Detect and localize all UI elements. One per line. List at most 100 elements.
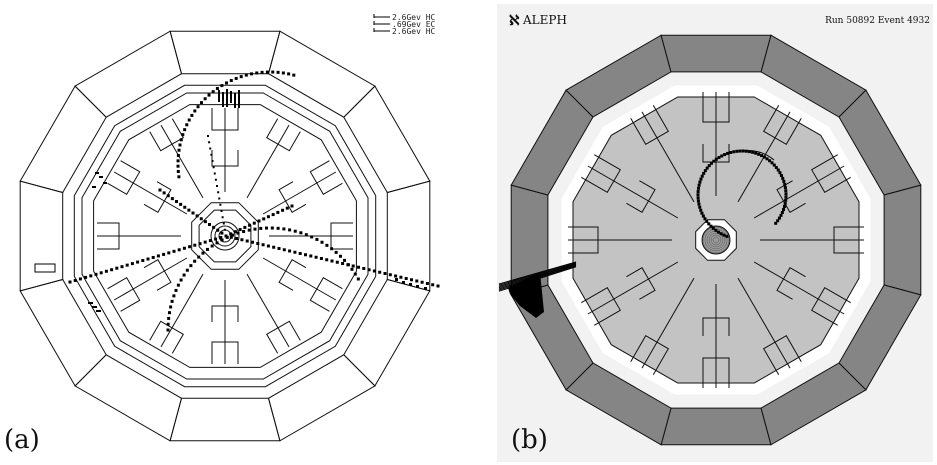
track-hit bbox=[696, 193, 700, 197]
track-hit bbox=[217, 191, 220, 194]
track-hit bbox=[195, 214, 199, 218]
track-hit bbox=[700, 211, 704, 215]
track-hit bbox=[94, 272, 98, 276]
track-hit bbox=[199, 101, 203, 105]
track-hit bbox=[703, 217, 707, 221]
energy-deposit-bar bbox=[230, 91, 232, 103]
track-hit bbox=[760, 154, 764, 158]
track-hit bbox=[783, 186, 787, 190]
track-hit bbox=[320, 240, 324, 244]
track-hit bbox=[176, 159, 180, 163]
track-hit bbox=[271, 213, 275, 217]
track-hit bbox=[725, 234, 729, 238]
tpc-outer-notch bbox=[266, 320, 301, 354]
ecal-sector-line bbox=[641, 111, 695, 203]
energy-deposit-bar bbox=[103, 182, 107, 184]
track-hit bbox=[288, 249, 292, 253]
track-hit bbox=[240, 238, 244, 242]
track-hit bbox=[325, 258, 329, 262]
track-hit bbox=[711, 226, 715, 230]
track-hit bbox=[754, 151, 758, 155]
ecal-outer-notch bbox=[702, 92, 730, 123]
track-hit bbox=[233, 230, 237, 234]
energy-deposit-bar bbox=[238, 90, 240, 108]
track-hit bbox=[716, 230, 720, 234]
track-hit bbox=[784, 195, 788, 199]
track-hit bbox=[219, 203, 222, 206]
track-hit bbox=[125, 263, 129, 267]
track-hit bbox=[780, 210, 784, 214]
track-hit bbox=[176, 164, 180, 168]
track-hit bbox=[714, 157, 718, 161]
vertex-detector-circle bbox=[210, 221, 240, 251]
track-hit bbox=[703, 169, 707, 173]
track-hit bbox=[782, 179, 786, 183]
track-hit bbox=[779, 213, 783, 217]
track-hit bbox=[185, 268, 189, 272]
track-hit bbox=[783, 182, 787, 186]
track-hit bbox=[178, 143, 182, 147]
energy-deposit-bar bbox=[88, 302, 93, 304]
track-hit bbox=[735, 149, 739, 153]
track-hit bbox=[73, 278, 77, 282]
track-hit bbox=[697, 183, 701, 187]
ecal-inner-notch bbox=[776, 267, 806, 300]
track-hit bbox=[362, 267, 366, 270]
hcal-sector bbox=[883, 184, 922, 296]
legend-entry-1: 2.6Gev HC bbox=[392, 13, 436, 22]
itc-octagon-outer bbox=[191, 202, 259, 270]
track-hit bbox=[260, 70, 264, 74]
tpc-sector-line bbox=[262, 257, 337, 301]
track-hit bbox=[410, 278, 413, 282]
track-hit bbox=[343, 258, 347, 262]
track-hit bbox=[175, 200, 178, 203]
track-hit bbox=[436, 284, 440, 288]
track-hit bbox=[158, 188, 162, 192]
track-hit bbox=[250, 72, 254, 76]
tpc-sector-line bbox=[113, 257, 188, 301]
energy-deposit-line bbox=[535, 284, 539, 313]
track-hit bbox=[266, 215, 270, 219]
vertex-detector-ring bbox=[712, 236, 720, 244]
tpc-inner-notch bbox=[278, 259, 307, 291]
energy-deposit-bar bbox=[402, 281, 405, 284]
track-hit bbox=[210, 244, 214, 248]
ecal-sector-line bbox=[737, 277, 791, 369]
track-hit bbox=[220, 231, 224, 235]
tpc-outer-notch bbox=[330, 222, 353, 250]
panel-b-energy-deposits bbox=[498, 261, 577, 318]
tpc-outer-notch bbox=[309, 277, 343, 312]
track-hit bbox=[748, 150, 752, 154]
panel-a-energy-deposits bbox=[34, 89, 427, 312]
track-hit bbox=[310, 235, 314, 239]
track-hit bbox=[99, 271, 103, 275]
track-hit bbox=[179, 202, 183, 206]
track-hit bbox=[281, 71, 285, 75]
tpc-inner-notch bbox=[211, 305, 239, 322]
track-hit bbox=[193, 109, 197, 113]
track-hit bbox=[257, 219, 261, 223]
track-hit bbox=[276, 226, 280, 230]
track-hit bbox=[256, 242, 260, 245]
tpc-outer-notch bbox=[107, 277, 141, 312]
aleph-logo-icon: ℵ bbox=[509, 13, 520, 29]
track-hit bbox=[136, 260, 140, 264]
track-hit bbox=[282, 227, 286, 231]
tpc-outer-notch bbox=[97, 222, 120, 250]
track-hit bbox=[151, 255, 155, 259]
energy-deposit-line bbox=[533, 284, 537, 312]
track-hit bbox=[702, 171, 706, 175]
track-hit bbox=[705, 219, 709, 223]
track-hit bbox=[220, 210, 223, 212]
track-hit bbox=[697, 186, 701, 190]
track-hit bbox=[768, 159, 772, 163]
vertex-detector-ring bbox=[710, 234, 722, 246]
tpc-outer-notch bbox=[309, 160, 343, 195]
track-hit bbox=[216, 185, 218, 187]
track-hit bbox=[265, 70, 269, 74]
hcal-sector bbox=[660, 407, 772, 446]
track-hit bbox=[179, 138, 183, 142]
track-hit bbox=[222, 222, 225, 225]
track-hit bbox=[723, 153, 727, 157]
panel-b-detector bbox=[510, 34, 922, 446]
